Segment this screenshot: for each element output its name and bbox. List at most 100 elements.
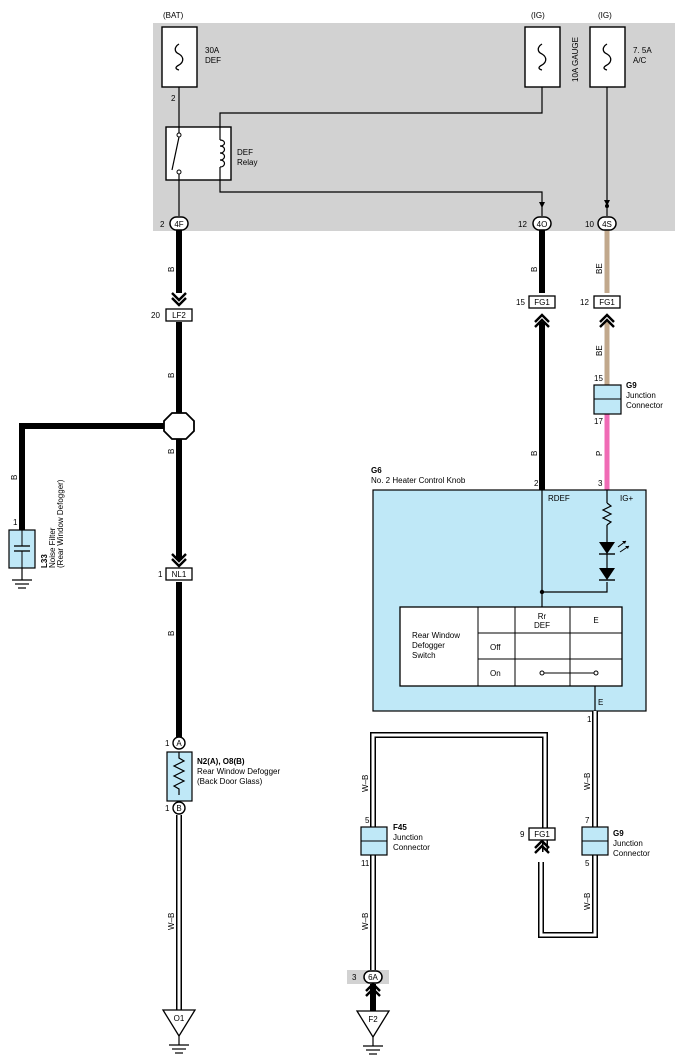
wire-label-wb-5: W–B [583, 893, 592, 910]
g6-name: No. 2 Heater Control Knob [371, 476, 466, 485]
connector-fg1-b: FG1 [593, 295, 621, 309]
ground-f2-label: F2 [368, 1015, 378, 1024]
connector-lf2: LF2 [165, 308, 193, 322]
pin-fg1-a: 15 [516, 298, 525, 307]
connector-4s-label: 4S [602, 220, 612, 229]
switch-row-off: Off [490, 643, 501, 652]
f45-line1: Junction [393, 833, 423, 842]
connector-fg1-c: FG1 [528, 827, 556, 841]
switch-col-def: DEF [534, 621, 550, 630]
switch-row-on: On [490, 669, 501, 678]
f45-line2: Connector [393, 843, 430, 852]
g9-upper-line1: Junction [626, 391, 656, 400]
l33-code: L33 [40, 554, 49, 568]
g6-ig-label: IG+ [620, 494, 633, 503]
splice-point [163, 412, 195, 440]
connector-4s: 4S [597, 216, 617, 231]
connector-fg1-a: FG1 [528, 295, 556, 309]
rear-window-defogger: A B N2(A), O8(B) Rear Window Defogger (B… [166, 736, 280, 815]
f45-code: F45 [393, 823, 407, 832]
wire-label-b-3: B [167, 449, 176, 454]
wire-label-b-6: B [530, 267, 539, 272]
fuse-10a-gauge: 10A GAUGE [524, 26, 580, 88]
g9-junction-upper: G9 Junction Connector [593, 381, 663, 415]
n2-line1: Rear Window Defogger [197, 767, 280, 776]
l33-line1: Noise Filter [48, 527, 57, 568]
pin-n2-a: 1 [165, 739, 170, 748]
pin-g9b-in: 7 [585, 816, 590, 825]
connector-lf2-label: LF2 [172, 311, 186, 320]
n2-code: N2(A), O8(B) [197, 757, 245, 766]
pin-6a: 3 [352, 973, 357, 982]
connector-b-label: B [176, 804, 181, 813]
switch-title-1: Rear Window [412, 631, 460, 640]
junction-block [153, 23, 675, 231]
noise-filter-l33: L33 Noise Filter (Rear Window Defogger) [8, 479, 65, 589]
g9-upper-line2: Connector [626, 401, 663, 410]
def-relay: DEF Relay [165, 126, 257, 181]
connector-4o: 4O [532, 216, 552, 231]
pin-g6-rdef: 2 [534, 479, 539, 488]
pin-f45-in: 5 [365, 816, 370, 825]
connector-4f: 4F [169, 216, 189, 231]
diode [599, 568, 615, 581]
pin-g9a-in: 15 [594, 374, 603, 383]
fuse-ac-rating: 7. 5A [633, 46, 652, 55]
wire-label-wb-4: W–B [583, 773, 592, 790]
pin-g9b-out: 5 [585, 859, 590, 868]
pin-4f: 2 [160, 220, 165, 229]
connector-a-label: A [176, 739, 182, 748]
source-ig-gauge: (IG) [531, 11, 545, 20]
connector-nl1: NL1 [165, 567, 193, 581]
connector-fg1-a-label: FG1 [534, 298, 550, 307]
connector-6a: 6A [363, 970, 383, 984]
fuse-ac-name: A/C [633, 56, 647, 65]
wire-label-b-4: B [167, 631, 176, 636]
relay-name-1: DEF [237, 148, 253, 157]
wire-label-b-1: B [167, 267, 176, 272]
f45-junction: F45 Junction Connector [360, 823, 430, 856]
switch-title-3: Switch [412, 651, 436, 660]
connector-4o-label: 4O [537, 220, 548, 229]
g6-rdef-label: RDEF [548, 494, 570, 503]
g9-junction-lower: G9 Junction Connector [581, 826, 650, 858]
switch-title-2: Defogger [412, 641, 445, 650]
pin-g6-ig: 3 [598, 479, 603, 488]
pin-nl1: 1 [158, 570, 163, 579]
g9-upper-code: G9 [626, 381, 637, 390]
switch-col-rr: Rr [538, 612, 547, 621]
relay-name-2: Relay [237, 158, 257, 167]
pin-fuse-def-out: 2 [171, 94, 176, 103]
pin-f45-out: 11 [361, 859, 370, 868]
led-indicator [599, 540, 630, 555]
wire-label-be-2: BE [595, 345, 604, 356]
g9-lower-line2: Connector [613, 849, 650, 858]
wire-label-wb-1: W–B [167, 913, 176, 930]
wire-label-wb-2: W–B [361, 775, 370, 792]
fuse-30a-def: 30A DEF [161, 26, 221, 88]
connector-6a-label: 6A [368, 973, 378, 982]
wire-label-p: P [595, 451, 604, 456]
ground-f2: F2 [355, 1010, 391, 1055]
wire-label-b-7: B [530, 451, 539, 456]
fuse-7-5a-ac: 7. 5A A/C [589, 26, 652, 88]
connector-4f-label: 4F [174, 220, 183, 229]
fuse-def-name: DEF [205, 56, 221, 65]
pin-fg1-c: 9 [520, 830, 525, 839]
n2-line2: (Back Door Glass) [197, 777, 263, 786]
g6-e-label: E [598, 698, 603, 707]
source-bat: (BAT) [163, 11, 184, 20]
connector-nl1-label: NL1 [172, 570, 187, 579]
switch-col-e: E [593, 616, 598, 625]
wire-label-wb-3: W–B [361, 913, 370, 930]
pin-g6-e: 1 [587, 715, 592, 724]
pin-lf2: 20 [151, 311, 160, 320]
pin-4o: 12 [518, 220, 527, 229]
pin-4s: 10 [585, 220, 594, 229]
pin-l33: 1 [13, 518, 18, 527]
g6-code: G6 [371, 466, 382, 475]
g9-lower-code: G9 [613, 829, 624, 838]
g9-lower-line1: Junction [613, 839, 643, 848]
connector-fg1-b-label: FG1 [599, 298, 615, 307]
